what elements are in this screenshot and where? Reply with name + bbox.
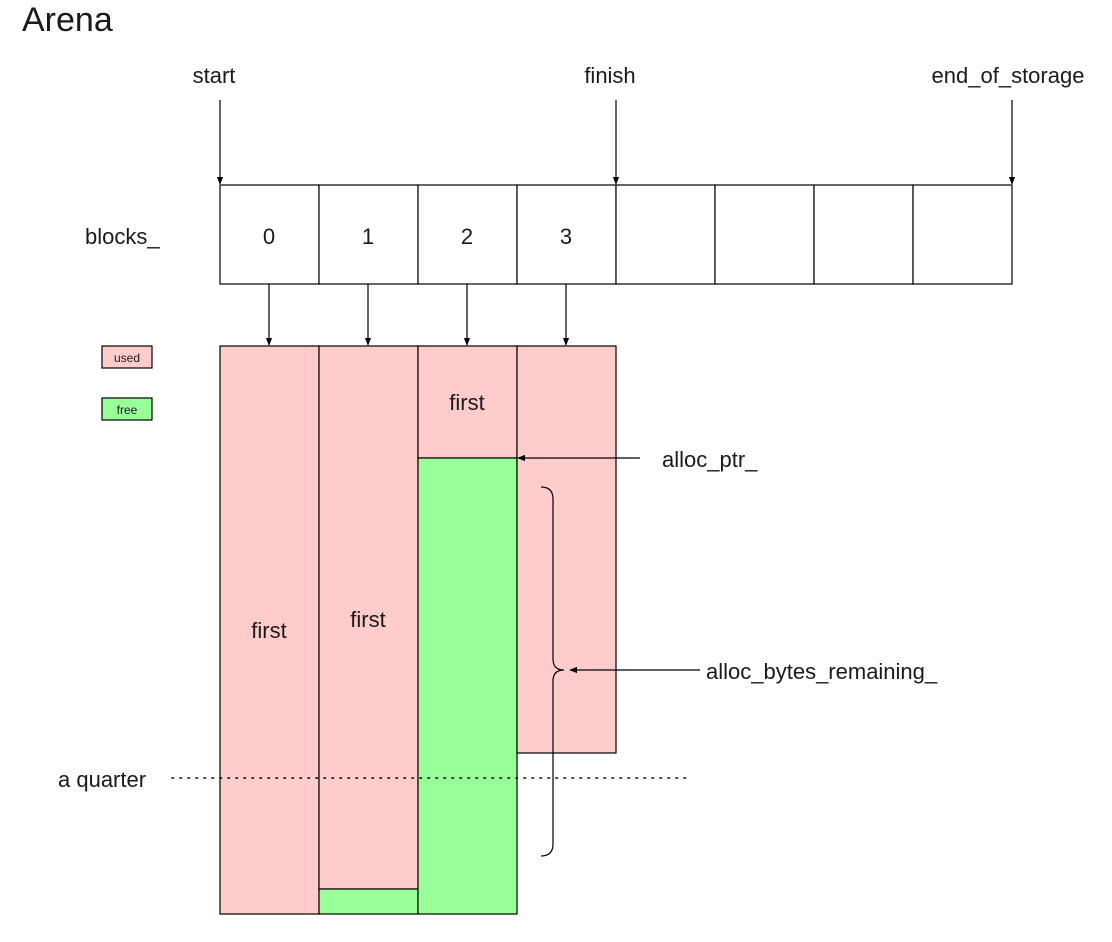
end-of-storage-label: end_of_storage (932, 63, 1085, 88)
remaining-brace (540, 486, 565, 857)
legend-free-label: free (117, 403, 138, 417)
block-cell (615, 184, 716, 285)
block-index-1: 1 (362, 224, 374, 249)
start-label: start (193, 63, 236, 88)
alloc-bytes-remaining-label: alloc_bytes_remaining_ (706, 659, 938, 684)
block-3-used (516, 345, 617, 754)
block-cell (318, 184, 419, 285)
legend-used-swatch (101, 345, 153, 369)
block-2-free (417, 457, 518, 915)
block-0-used (219, 345, 320, 915)
blocks-array (219, 184, 1013, 285)
legend-free-swatch (101, 397, 153, 421)
block-index-0: 0 (263, 224, 275, 249)
block-cell (813, 184, 914, 285)
finish-label: finish (584, 63, 635, 88)
block-cell (912, 184, 1013, 285)
block-0-label: first (251, 618, 286, 643)
block-cell (219, 184, 320, 285)
block-cell (417, 184, 518, 285)
blocks-label: blocks_ (85, 224, 160, 249)
legend-used-label: used (114, 351, 140, 365)
block-cell (714, 184, 815, 285)
alloc-ptr-label: alloc_ptr_ (662, 447, 758, 472)
block-2-label: first (449, 390, 484, 415)
block-index-3: 3 (560, 224, 572, 249)
block-1-label: first (350, 607, 385, 632)
diagram-title: Arena (22, 1, 113, 39)
block-index-2: 2 (461, 224, 473, 249)
quarter-label: a quarter (58, 767, 146, 792)
block-1-free (318, 888, 419, 915)
memory-blocks (219, 345, 617, 915)
